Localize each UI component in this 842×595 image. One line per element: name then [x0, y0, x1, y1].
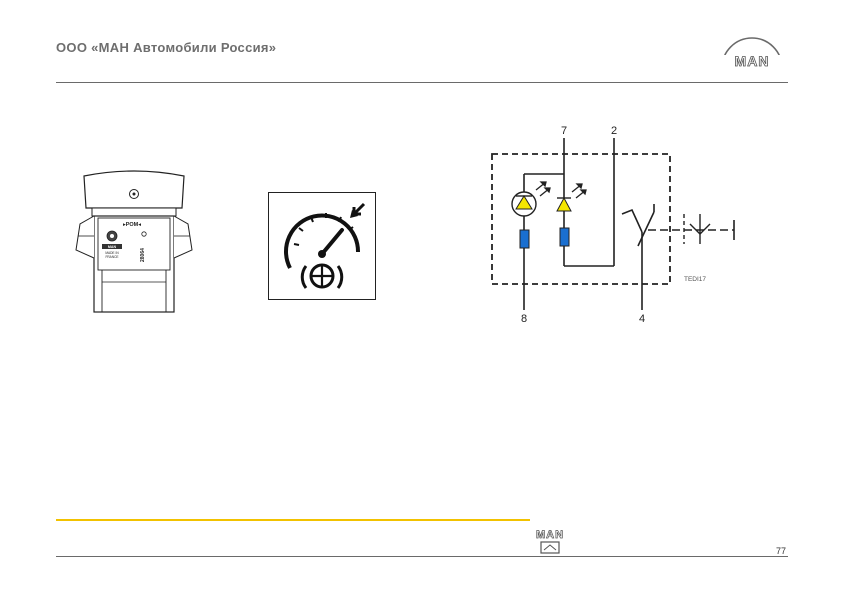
header-rule	[56, 82, 788, 83]
circuit-diagram: 7 2 8 4 TEDI17	[491, 125, 735, 325]
terminal-7-label: 7	[561, 125, 567, 137]
footer-accent-line	[56, 519, 530, 521]
terminal-4-label: 4	[639, 313, 645, 325]
terminal-8-label: 8	[521, 313, 527, 325]
speedometer-brake-icon	[268, 192, 376, 300]
switch-figure: ▸POM◂ MAN MADE IN FRANCE 28064	[75, 170, 193, 313]
svg-text:MAN: MAN	[108, 245, 117, 249]
man-logo: MAN	[718, 37, 786, 69]
man-logo-text: MAN	[735, 53, 770, 69]
terminal-2-label: 2	[611, 125, 617, 137]
switch-side-code: 28064	[140, 248, 146, 262]
footer-rule	[56, 556, 788, 557]
switch-front-label: ▸POM◂	[123, 222, 141, 228]
footer-man-logo: MAN	[536, 529, 564, 554]
footer-logo-text: MAN	[536, 529, 564, 541]
page-number: 77	[775, 546, 786, 556]
circuit-code: TEDI17	[684, 276, 706, 283]
company-title: ООО «МАН Автомобили Россия»	[56, 40, 277, 55]
switch-badge-line-2: FRANCE	[105, 255, 118, 259]
switch-badge-line-1: MADE IN	[105, 251, 119, 255]
